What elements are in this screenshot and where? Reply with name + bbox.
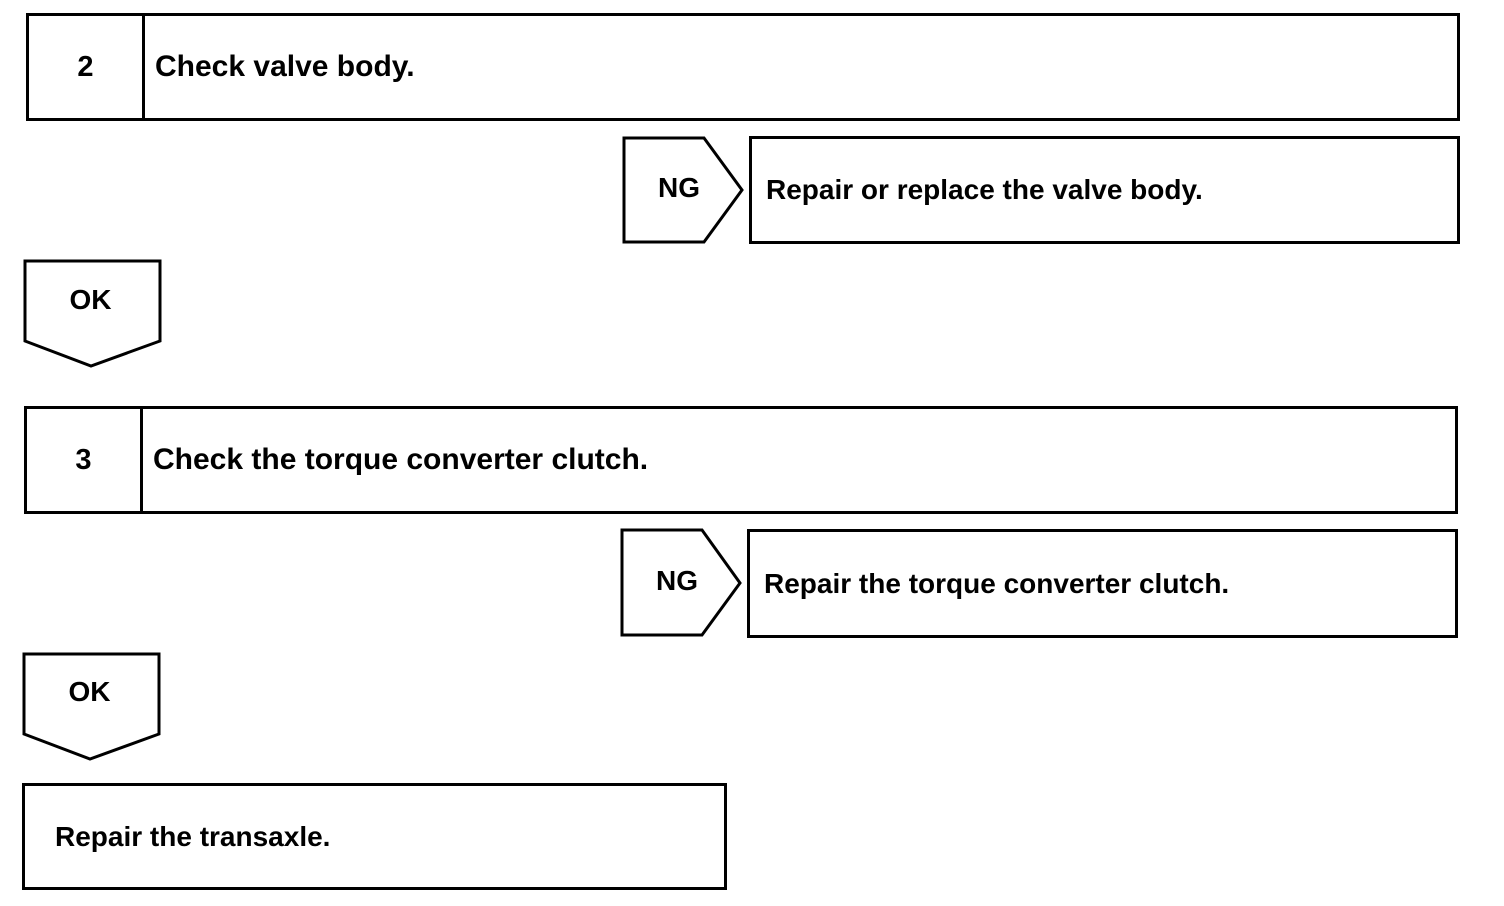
step-title: Check the torque converter clutch. (153, 443, 649, 476)
ng-action-box: Repair or replace the valve body. (749, 136, 1460, 244)
ok-arrow-shape (22, 652, 161, 761)
ok-label: OK (69, 284, 112, 315)
ok-label: OK (68, 676, 111, 707)
step-2-box: 2 Check valve body. (26, 13, 1460, 121)
step-number: 3 (27, 409, 143, 511)
ng-action-box: Repair the torque converter clutch. (747, 529, 1458, 638)
ng-label: NG (656, 565, 698, 596)
final-action-box: Repair the transaxle. (22, 783, 727, 890)
step-number: 2 (29, 16, 145, 118)
ng-arrow-shape (622, 136, 744, 244)
step-title: Check valve body. (155, 50, 415, 83)
ng-arrow-shape (620, 528, 742, 637)
step-3-box: 3 Check the torque converter clutch. (24, 406, 1458, 514)
ng-label: NG (658, 172, 700, 203)
ok-arrow-shape (23, 259, 162, 368)
